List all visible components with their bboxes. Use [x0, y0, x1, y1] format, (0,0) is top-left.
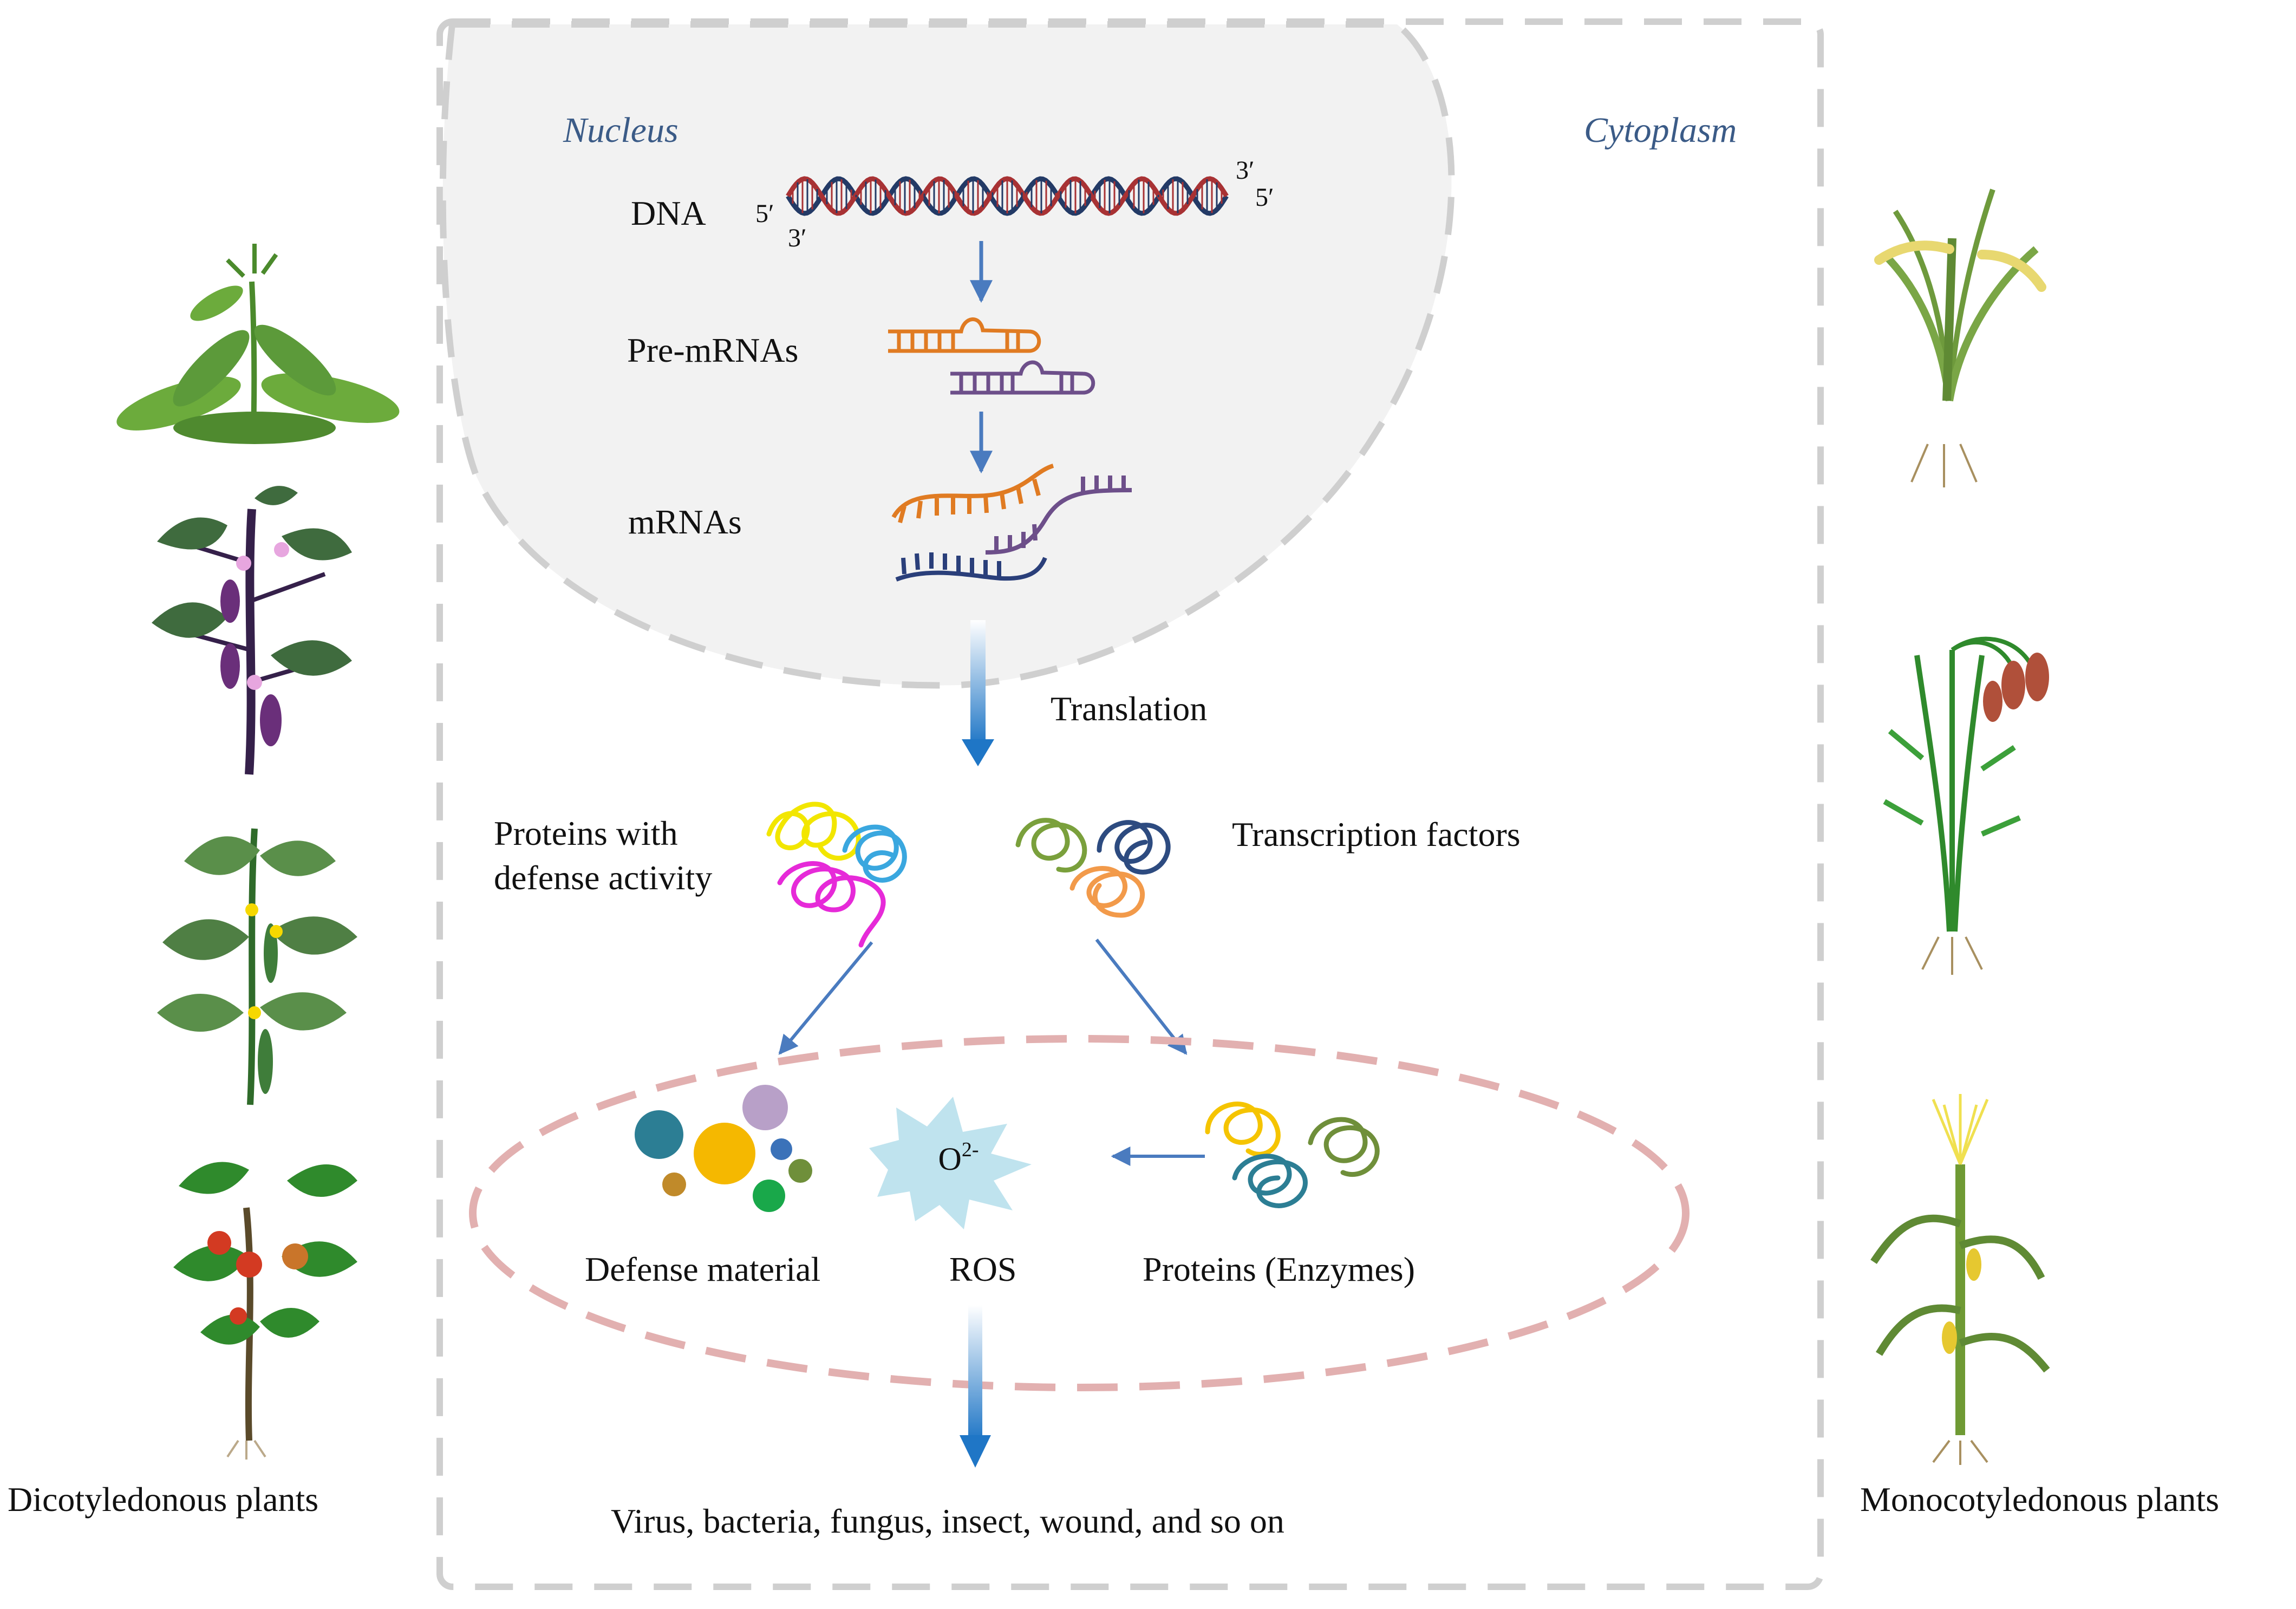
- proteins-defense-label-line1: Proteins with: [494, 814, 678, 852]
- millet-plant-icon: [1883, 636, 2049, 975]
- translation-label: Translation: [1051, 689, 1207, 728]
- proteins-enzymes-label: Proteins (Enzymes): [1143, 1250, 1415, 1288]
- stresses-label: Virus, bacteria, fungus, insect, wound, …: [611, 1502, 1284, 1540]
- star-burst-icon: [869, 1097, 1032, 1229]
- monocot-label: Monocotyledonous plants: [1860, 1480, 2219, 1519]
- ros-label: ROS: [949, 1250, 1017, 1288]
- defense-response-ellipse: [469, 1035, 1690, 1391]
- defense-material-label: Defense material: [585, 1250, 820, 1288]
- pre-mrnas-label: Pre-mRNAs: [627, 331, 798, 369]
- mrna-orange-icon: [891, 464, 1054, 524]
- transcription-factors-label: Transcription factors: [1232, 815, 1521, 854]
- eggplant-plant-icon: [152, 486, 352, 775]
- arrow-to-defense-material: [778, 941, 873, 1055]
- proteins-defense-label-line2: defense activity: [494, 858, 712, 897]
- molecule-spheres-icon: [635, 1085, 812, 1212]
- mrnas-label: mRNAs: [628, 503, 742, 541]
- dna-base-pairs: [792, 179, 1223, 213]
- pre-mrna-hairpin-purple-icon: [950, 360, 1095, 395]
- ros-formula: O2-: [938, 1138, 979, 1177]
- mrna-navy-icon: [895, 552, 1047, 582]
- tangled-protein-icon: [766, 802, 907, 948]
- dna-label: DNA: [631, 194, 706, 232]
- tomato-plant-icon: [173, 1162, 357, 1460]
- transcription-factor-protein-icon: [1015, 818, 1171, 918]
- cytoplasm-label: Cytoplasm: [1584, 110, 1737, 150]
- rice-plant-icon: [1874, 188, 2046, 487]
- mrna-purple-icon: [985, 475, 1132, 555]
- arabidopsis-plant-icon: [116, 244, 400, 444]
- cucumber-plant-icon: [157, 828, 357, 1105]
- maize-plant-icon: [1870, 1094, 2050, 1465]
- stress-arrow-shaft: [968, 1305, 982, 1441]
- dna-5-left: 5′: [755, 199, 774, 228]
- pre-mrna-hairpin-orange-icon: [888, 317, 1041, 353]
- translation-arrow-head: [962, 739, 994, 766]
- arrow-to-enzymes: [1095, 939, 1188, 1055]
- enzyme-protein-icon: [1205, 1102, 1380, 1208]
- translation-arrow-shaft: [970, 620, 986, 745]
- dna-double-helix-icon: [786, 176, 1229, 216]
- nucleus-label: Nucleus: [563, 110, 679, 150]
- dna-3-left: 3′: [788, 224, 807, 252]
- stress-arrow-head: [960, 1435, 991, 1468]
- dicot-label: Dicotyledonous plants: [8, 1480, 318, 1519]
- dna-3-right: 3′: [1236, 156, 1255, 185]
- dna-5-right: 5′: [1255, 183, 1274, 212]
